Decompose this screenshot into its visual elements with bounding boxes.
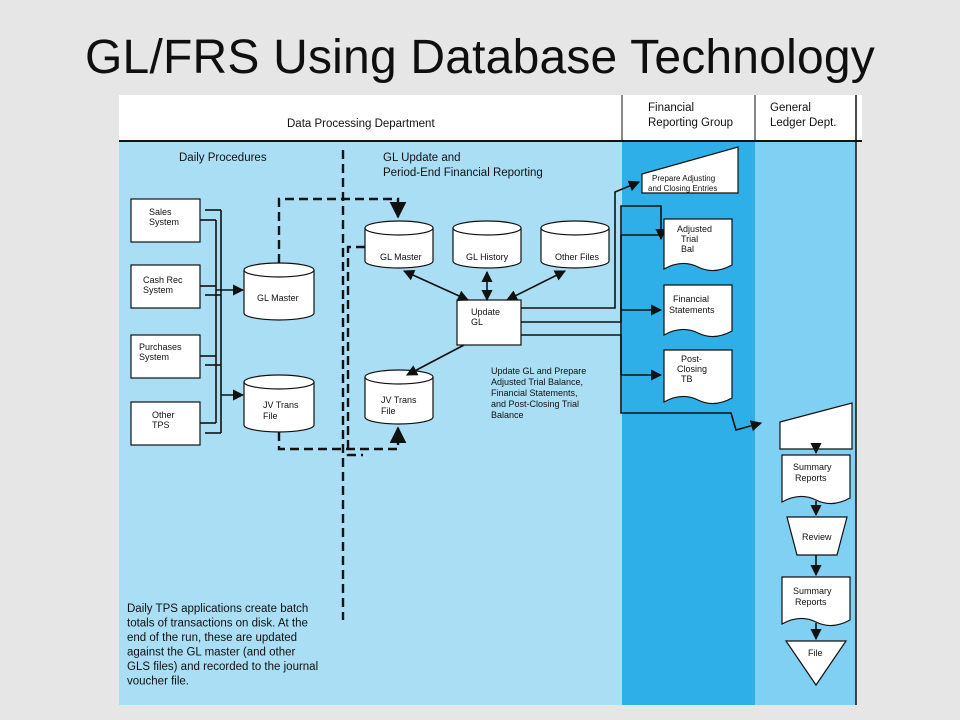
update-to-reporting-lines [521,180,763,432]
gl-master-daily-cylinder: GL Master [243,262,315,321]
file-offline-storage: File [784,640,848,687]
svg-text:Review: Review [802,532,832,542]
daily-tps-note: Daily TPS applications create batch tota… [127,603,321,688]
gl-update-left-dashed [346,245,365,457]
update-gl-arrows [402,270,567,376]
review-operation: Review [786,516,848,556]
svg-text:GL Master: GL Master [380,252,422,262]
gl-master-dashed-link [277,197,407,263]
gl-update-label: GL Update and Period-End Financial Repor… [383,152,543,179]
input-connectors [200,209,245,434]
update-gl-note: Update GL and Prepare Adjusted Trial Bal… [491,366,589,420]
header-general-ledger: General Ledger Dept. [770,102,837,129]
svg-text:GL Master: GL Master [257,293,299,303]
header-financial-reporting: Financial Reporting Group [648,102,733,129]
other-files-cylinder: Other Files [540,220,610,269]
gl-master-cylinder: GL Master [364,220,434,269]
header-data-processing: Data Processing Department [287,118,435,130]
flowchart-diagram: Data Processing Department Financial Rep… [119,95,862,705]
jv-trans-dashed-link [277,426,407,451]
gl-history-cylinder: GL History [452,220,522,269]
daily-procedures-label: Daily Procedures [179,152,267,164]
slide-title: GL/FRS Using Database Technology [85,31,875,84]
svg-text:File: File [808,648,823,658]
header-band [119,95,862,141]
svg-text:Other Files: Other Files [555,252,600,262]
gl-dept-input-shape [779,402,853,450]
svg-text:GL History: GL History [466,252,509,262]
